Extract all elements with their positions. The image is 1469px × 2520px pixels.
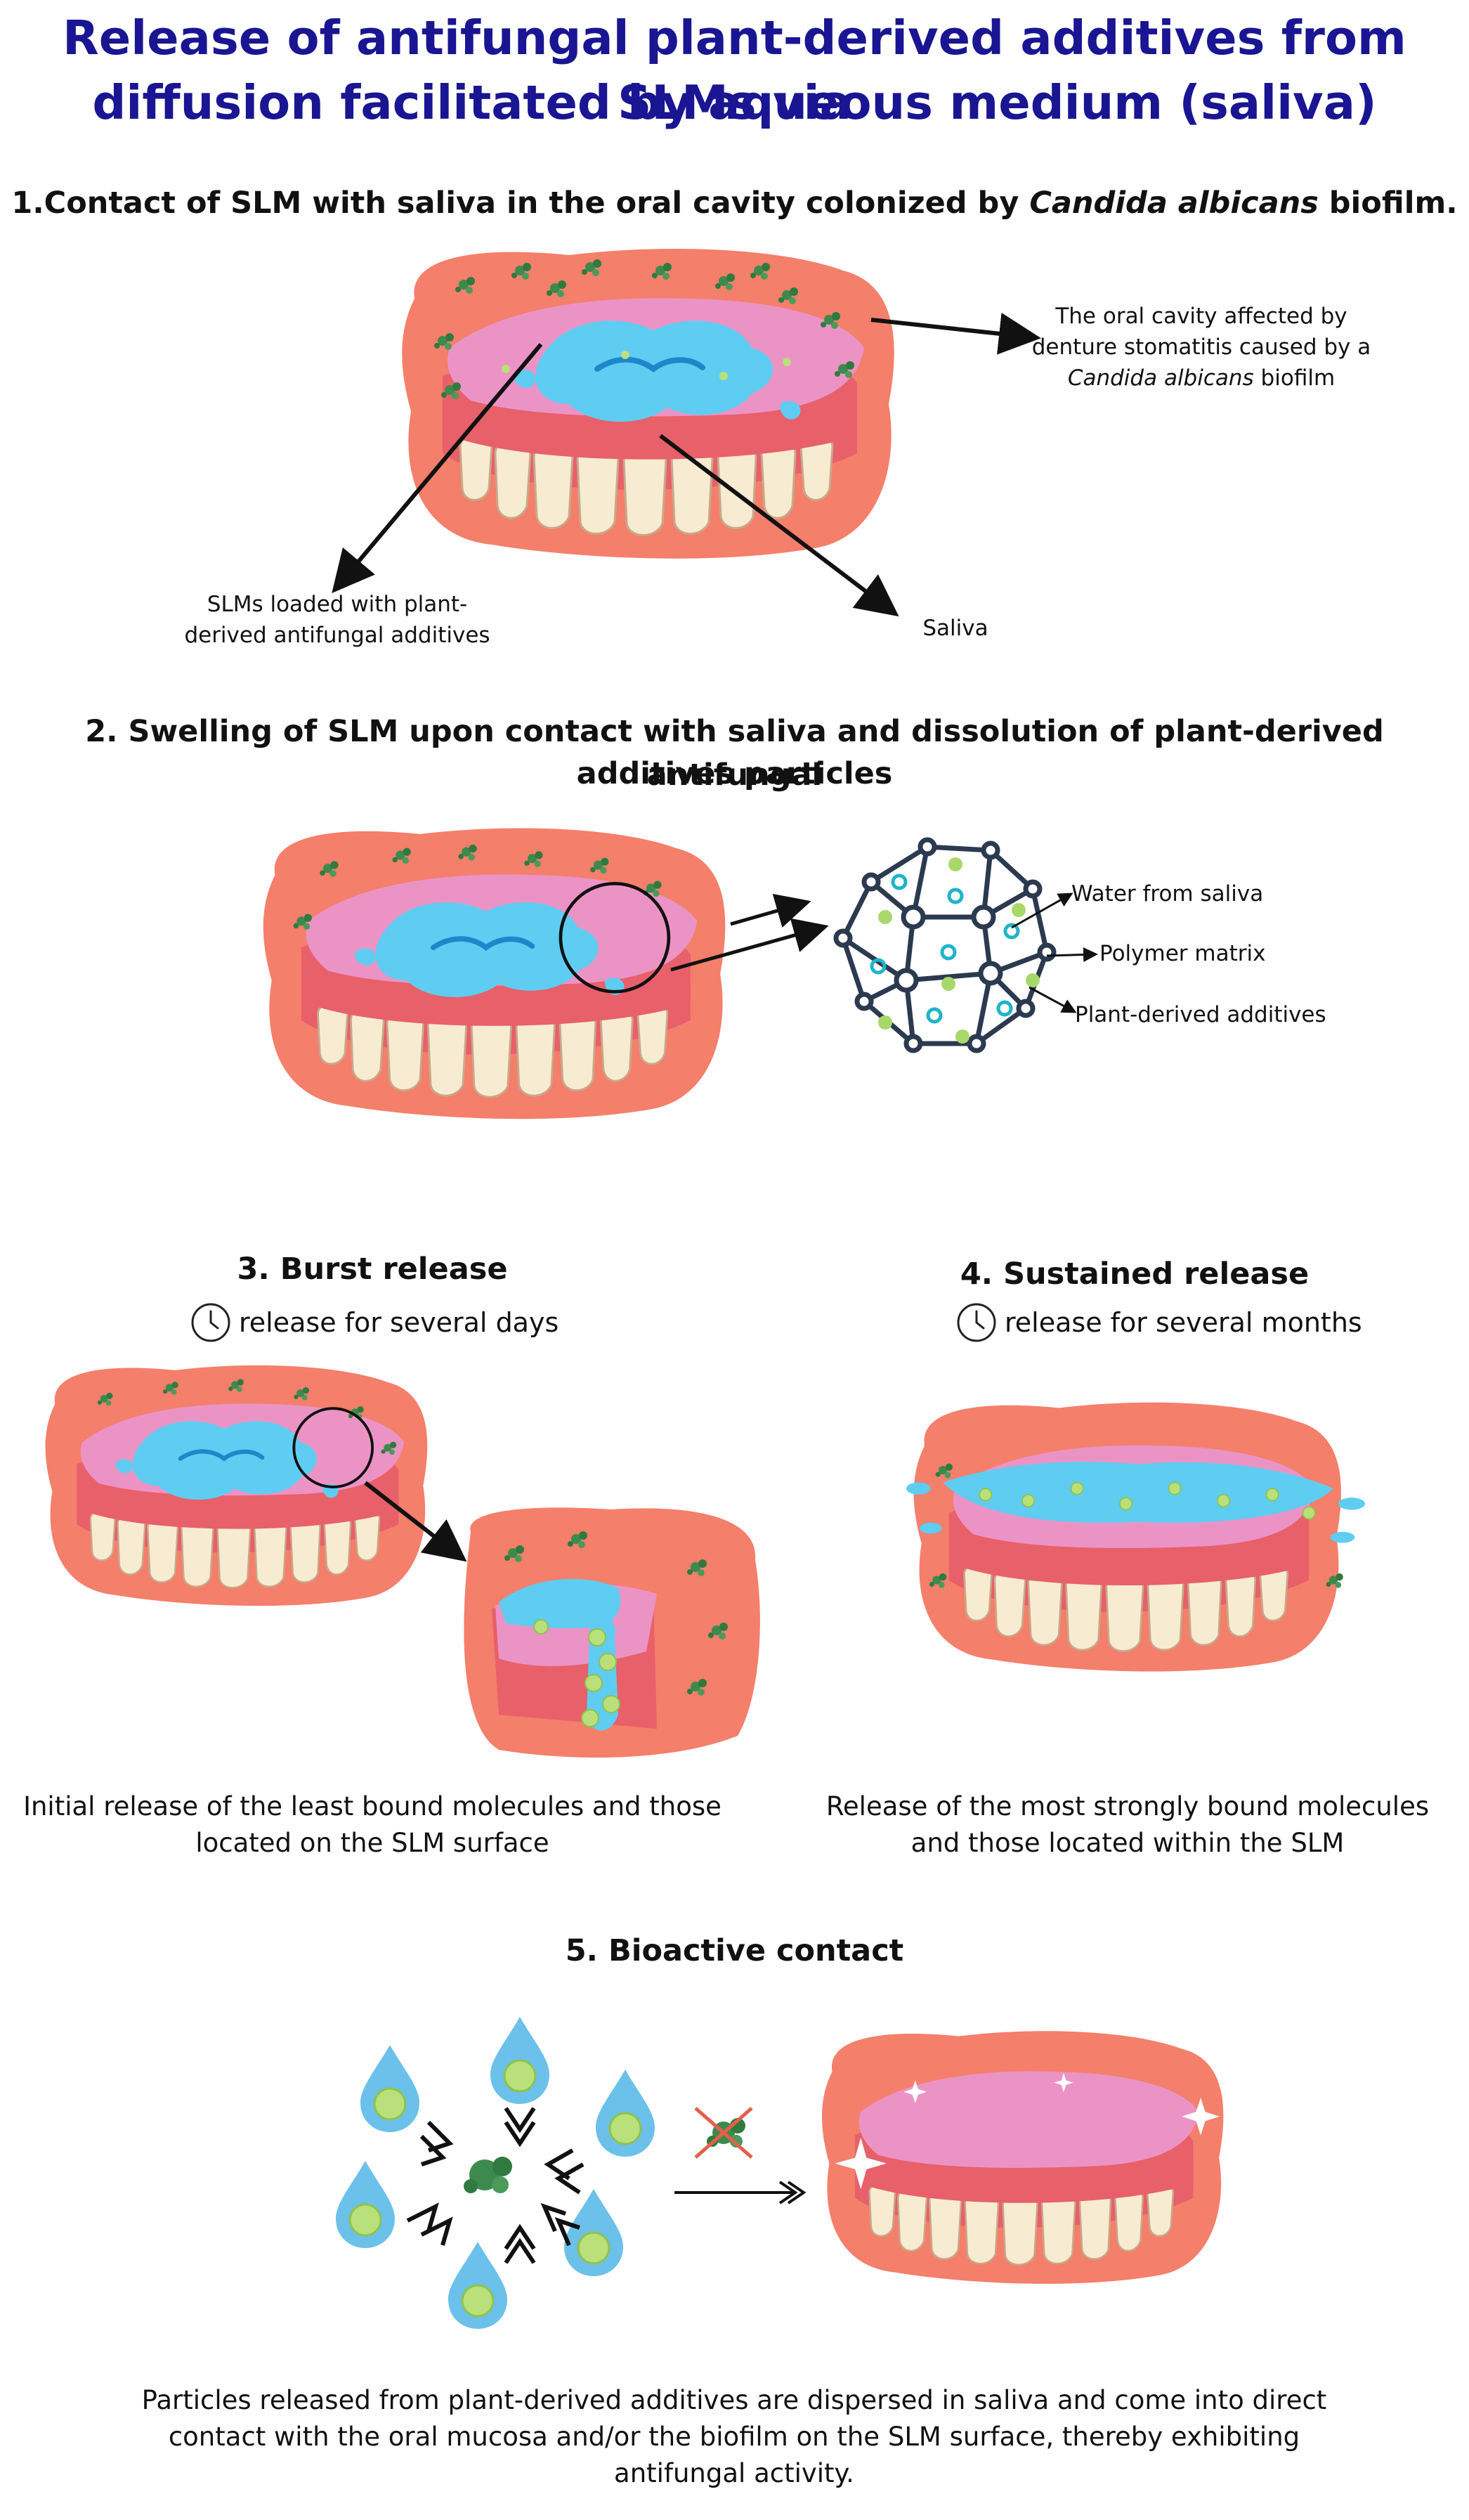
section1-heading: 1.Contact of SLM with saliva in the oral… [11,186,1458,221]
section2-label-pointers [1011,892,1098,1013]
section5-caption: Particles released from plant-derived ad… [141,2385,1327,2488]
section3-mouth-illustration [44,1364,429,1607]
sparkle-icon [835,2072,1220,2190]
water-drop-icon [563,2188,625,2278]
label-slm: SLMs loaded with plant- derived antifung… [184,592,490,648]
section2-heading-line-2: additives particles [576,756,893,791]
saliva-drops-cluster [334,2015,656,2330]
water-drop-icon [594,2068,656,2158]
section1-heading-species: Candida albicans [1029,186,1319,221]
water-drop-icon [447,2240,509,2330]
label-saliva: Saliva [922,616,988,641]
section3-zoom-detail [464,1507,760,1758]
section4-caption: Release of the most strongly bound molec… [825,1791,1430,1858]
section3-heading: 3. Burst release [237,1252,508,1287]
zoom-circle [559,881,671,994]
label-additives: Plant-derived additives [1075,1002,1326,1027]
section2-heading-line-1: 2. Swelling of SLM upon contact with sal… [85,714,1384,793]
section3-arrow [364,1481,467,1562]
zoom-circle [292,1407,374,1488]
title-line-2: diffusion facilitated by aqueous medium … [92,75,1377,130]
label-polymer: Polymer matrix [1099,941,1266,966]
water-drop-icon [334,2159,396,2249]
section1-mouth-illustration [400,247,896,560]
title-line-1: Release of antifungal plant-derived addi… [63,11,1406,130]
section4-heading: 4. Sustained release [960,1256,1310,1292]
polymer-matrix-network [833,837,1057,1053]
label-water: Water from saliva [1071,881,1264,907]
label-oral-cavity: The oral cavity affected by denture stom… [1031,304,1371,391]
section3-caption: Initial release of the least bound molec… [23,1791,722,1858]
section2-mouth-illustration [262,827,726,1120]
biofilm-icon [464,2157,512,2193]
clock-icon [957,1303,996,1342]
water-drop-icon [489,2015,551,2105]
section3-time: release for several days [190,1301,559,1344]
section5-heading: 5. Bioactive contact [565,1933,904,1968]
section4-mouth-illustration [906,1401,1366,1673]
section4-time: release for several months [955,1301,1362,1344]
crossed-biofilm-icon [674,2107,807,2204]
healthy-mouth-illustration [821,2030,1225,2285]
section2-arrows [670,893,829,972]
section1-arrows [332,312,1041,617]
water-drop-icon [359,2044,421,2133]
